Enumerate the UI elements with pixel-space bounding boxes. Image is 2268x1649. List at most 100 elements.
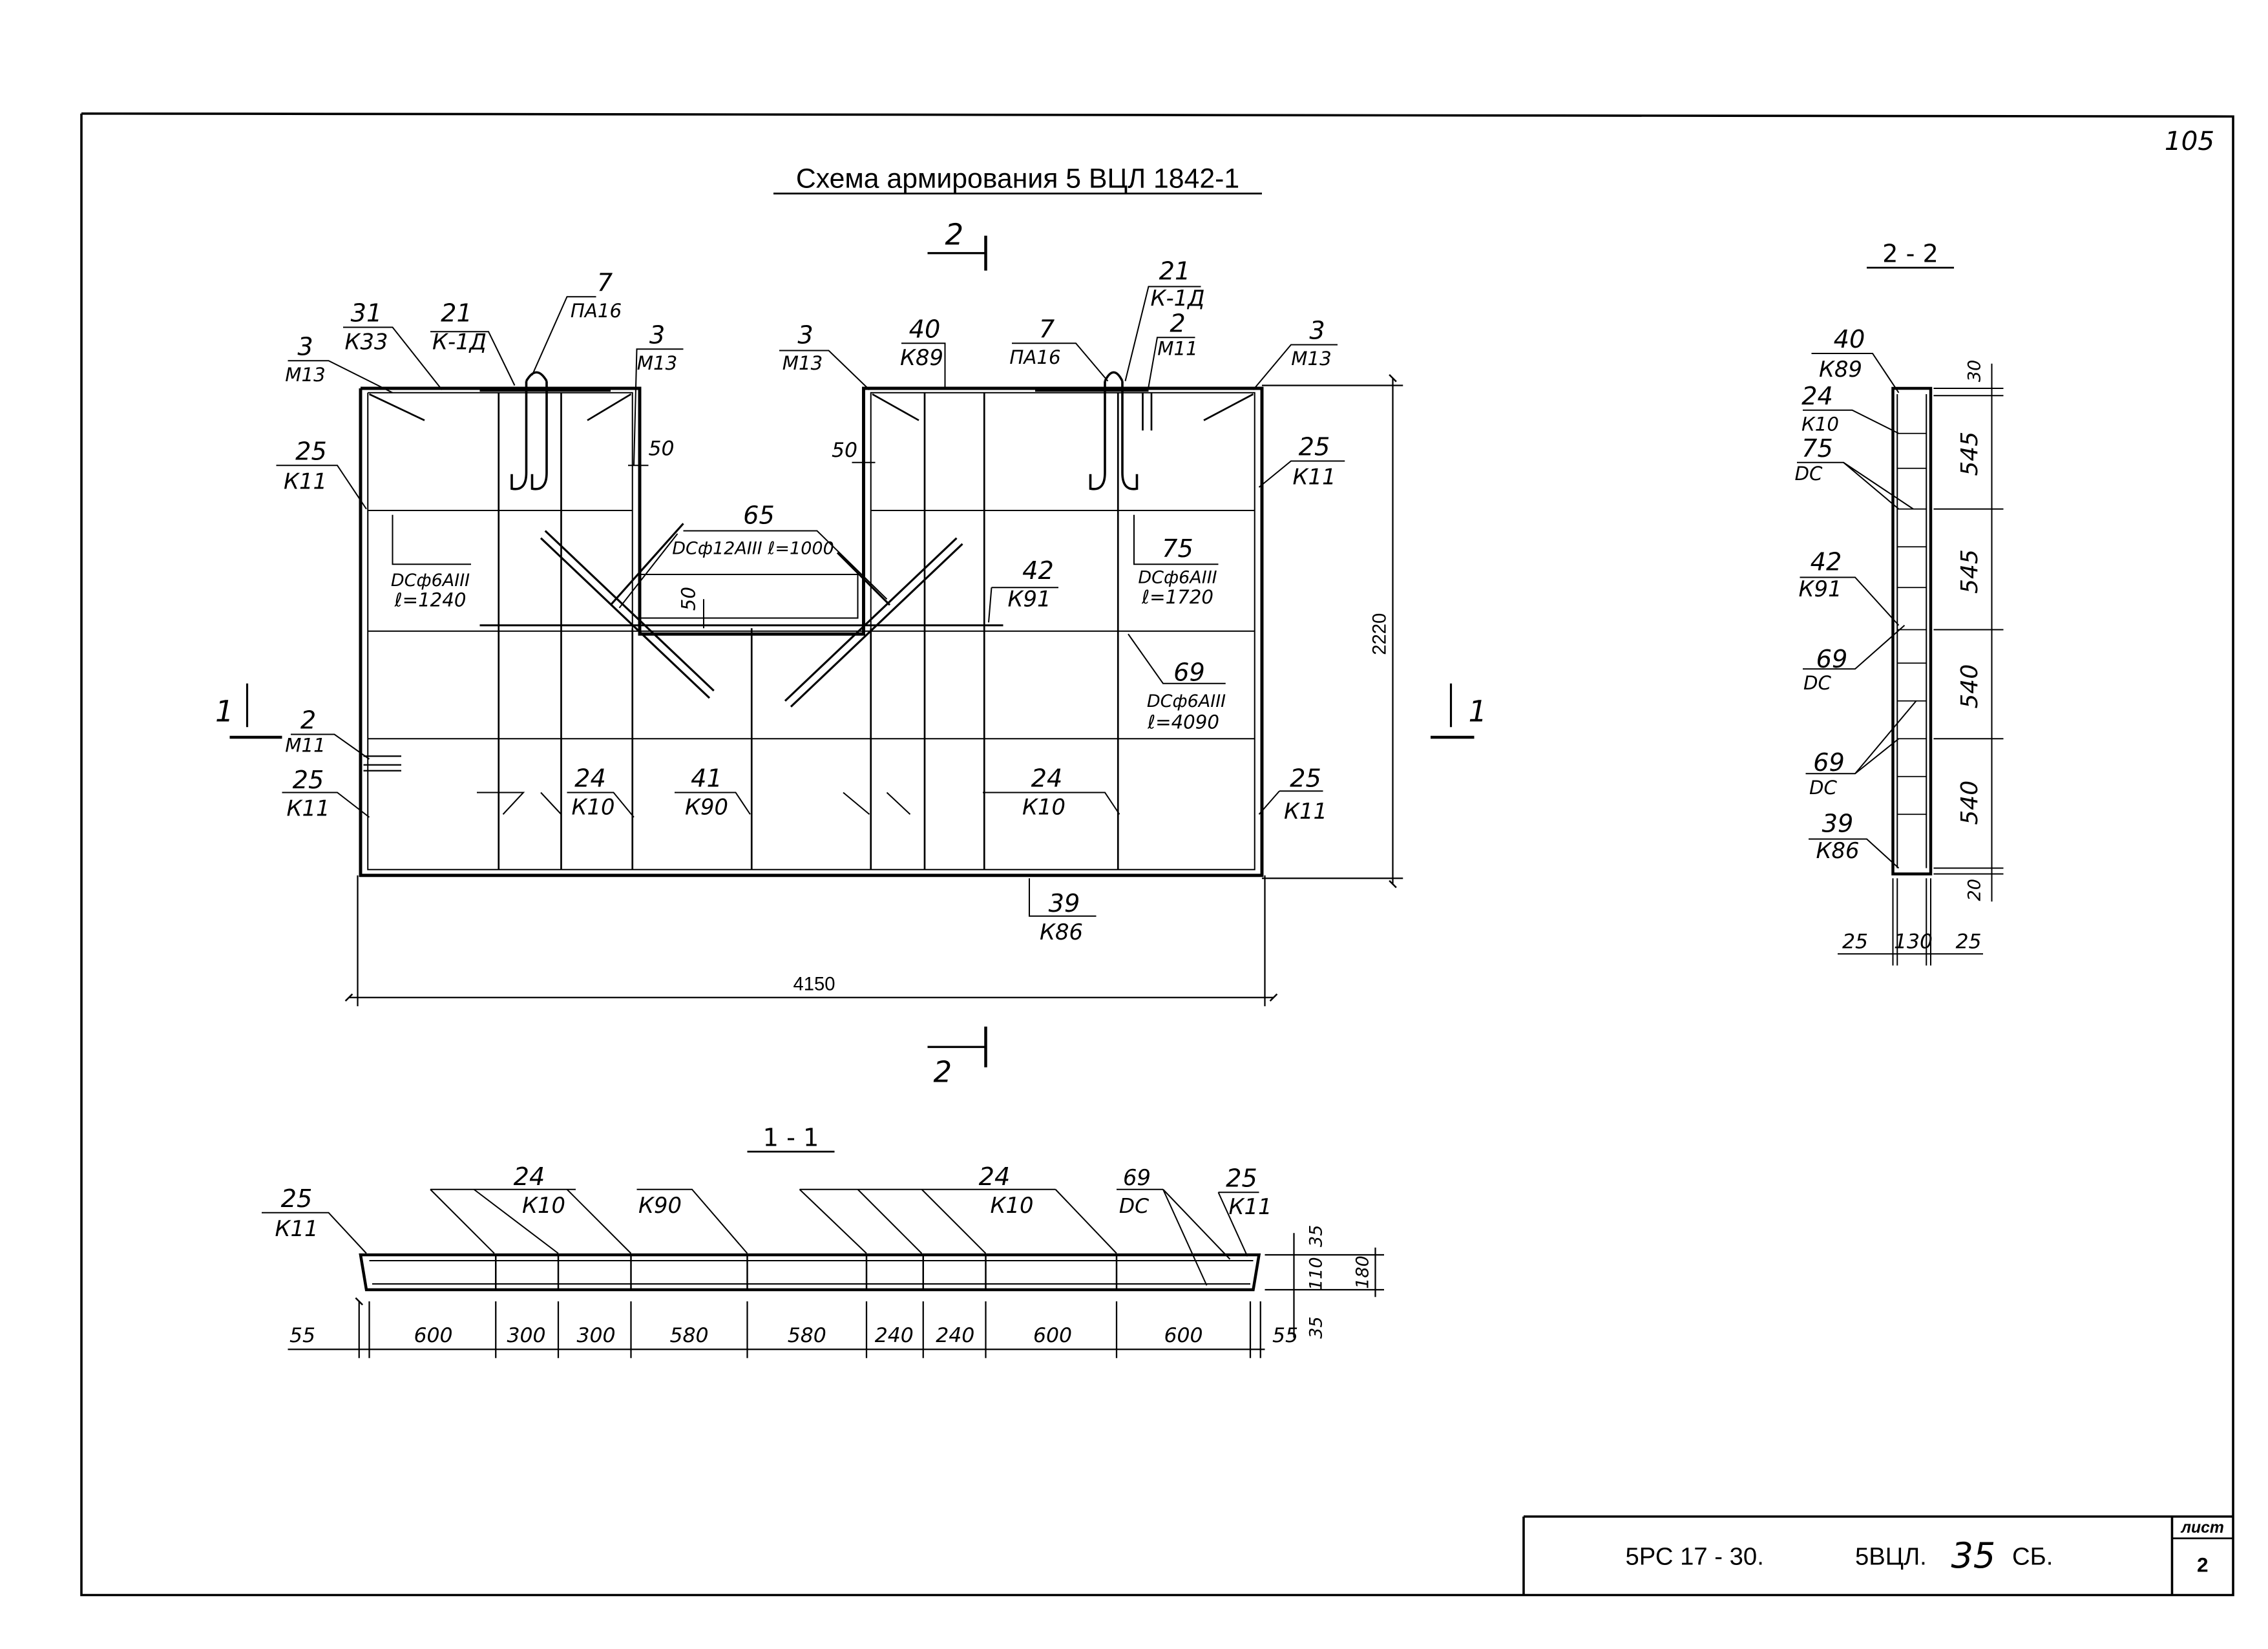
dims-right-4-label: 540 bbox=[1957, 781, 1983, 825]
labels-l3d-mark-label: М13 bbox=[1291, 348, 1331, 370]
lifting-loop-left bbox=[510, 371, 548, 490]
dims-right-0-label: 30 bbox=[1965, 360, 1985, 382]
section-mark-1-right: 1 bbox=[1469, 694, 1487, 728]
labels-l24b-num-label: 24 bbox=[1031, 764, 1063, 793]
dims-right-0-label: 35 bbox=[1306, 1225, 1326, 1247]
labels-l40-num-label: 40 bbox=[1834, 325, 1865, 354]
section-mark-1-left: 1 bbox=[215, 694, 234, 728]
labels-l75-num-label: 75 bbox=[1801, 434, 1833, 463]
labels-l40-mark-label: К89 bbox=[1819, 357, 1862, 382]
panel-outline bbox=[359, 386, 1264, 877]
labels-l41-num-label: 41 bbox=[691, 764, 722, 793]
labels-l24b-mark-label: К10 bbox=[1022, 794, 1066, 819]
labels-l3b-num-label: 3 bbox=[649, 320, 665, 350]
dims-right-1-label: 110 bbox=[1306, 1257, 1326, 1290]
labels-l75-mark-label: DC bbox=[1795, 463, 1823, 485]
labels-l50a-label: 50 bbox=[649, 437, 675, 461]
labels-l50c-label: 50 bbox=[678, 587, 700, 611]
horizontal-rebars bbox=[368, 509, 1255, 740]
labels-l90-mark-label: К90 bbox=[638, 1193, 682, 1218]
labels-l69a-num-label: 69 bbox=[1816, 645, 1848, 674]
labels-dc1-mark-label: DCф6АIII bbox=[391, 571, 470, 591]
labels-l25b-num-label: 25 bbox=[1226, 1164, 1257, 1193]
labels-l25c-mark-label: К11 bbox=[287, 796, 330, 821]
labels-l24-mark-label: К10 bbox=[1801, 413, 1839, 435]
dims-right-2-label: 545 bbox=[1957, 549, 1983, 594]
labels-l24b-num-label: 24 bbox=[979, 1162, 1011, 1192]
labels-l25d-mark-label: К11 bbox=[1284, 799, 1327, 824]
labels-l75-mark-label: DCф6АIII bbox=[1138, 568, 1217, 588]
dims-bottom-9-label: 600 bbox=[1164, 1324, 1202, 1347]
labels-l21b-mark-label: К-1Д bbox=[1151, 286, 1205, 311]
labels-l42-num-label: 42 bbox=[1811, 547, 1842, 576]
labels-l75-len-label: ℓ=1720 bbox=[1141, 586, 1213, 608]
labels-l65-num-label: 65 bbox=[743, 501, 775, 530]
labels-l42-mark-label: К91 bbox=[1799, 576, 1842, 602]
labels-l69-num-label: 69 bbox=[1173, 658, 1205, 687]
labels-l24a-num-label: 24 bbox=[514, 1162, 545, 1192]
labels-l25c-num-label: 25 bbox=[293, 766, 324, 795]
dims-bottom-1-label: 600 bbox=[414, 1324, 452, 1347]
labels-l3b-mark-label: М13 bbox=[637, 352, 677, 374]
section-mark-2-top: 2 bbox=[945, 217, 964, 251]
title-block bbox=[1522, 1515, 2233, 1595]
labels-l25b-mark-label: К11 bbox=[1229, 1194, 1272, 1219]
section-1-1-title: 1 - 1 bbox=[763, 1123, 819, 1152]
labels-l42-mark-label: К91 bbox=[1008, 587, 1051, 612]
dim-width-label: 4150 bbox=[793, 974, 835, 995]
labels-l3c-num-label: 3 bbox=[797, 320, 813, 350]
labels-l2a-num-label: 2 bbox=[1170, 309, 1185, 338]
sheet-frame bbox=[80, 112, 2234, 1597]
labels-l2a-mark-label: М11 bbox=[1157, 337, 1197, 359]
dim-width-4150 bbox=[344, 875, 1278, 1007]
labels-l25b-num-label: 25 bbox=[1299, 433, 1330, 462]
labels-l25a-num-label: 25 bbox=[281, 1184, 313, 1213]
labels-l41-mark-label: К90 bbox=[685, 794, 728, 819]
dims-bottom-5-label: 580 bbox=[788, 1324, 826, 1347]
labels-l3a-num-label: 3 bbox=[297, 332, 313, 361]
labels-l7b-num-label: 7 bbox=[1039, 315, 1055, 344]
labels-l7a-num-label: 7 bbox=[597, 268, 613, 297]
labels-l24-num-label: 24 bbox=[1801, 382, 1833, 411]
labels-l24a-mark-label: К10 bbox=[522, 1193, 565, 1218]
dims-bottom-3-label: 300 bbox=[576, 1324, 615, 1347]
dims-bottom-8-label: 600 bbox=[1033, 1324, 1072, 1347]
labels-l25a-mark-label: К11 bbox=[284, 468, 327, 494]
leaders bbox=[276, 286, 1345, 917]
dim-height-2220 bbox=[1262, 373, 1403, 888]
title-block-code-left: 5РС 17 - 30. bbox=[1626, 1542, 1764, 1570]
section-2-2-title: 2 - 2 bbox=[1882, 239, 1938, 268]
labels-l24a-mark-label: К10 bbox=[572, 794, 615, 819]
corner-bars bbox=[368, 393, 1254, 421]
labels-l42-num-label: 42 bbox=[1022, 556, 1054, 585]
labels-l2b-mark-label: М11 bbox=[285, 735, 325, 757]
dims-right-2-label: 35 bbox=[1306, 1316, 1326, 1338]
section-1-1-dim-total-label: 180 bbox=[1352, 1255, 1372, 1289]
labels-l7a-mark-label: ПА16 bbox=[571, 300, 622, 322]
dims-bottom-10-label: 55 bbox=[1272, 1324, 1298, 1347]
labels-l69-num-label: 69 bbox=[1123, 1165, 1151, 1190]
page-number: 105 bbox=[2165, 125, 2214, 156]
sheet-number: 2 bbox=[2197, 1553, 2209, 1577]
labels-l50b-label: 50 bbox=[832, 439, 857, 462]
labels-l69b-mark-label: DC bbox=[1809, 777, 1838, 799]
dims-right-5-label: 20 bbox=[1964, 879, 1984, 901]
elevation-labels: 3 М13 31 К33 21 К-1Д 7 ПА16 3 М13 3 М13 … bbox=[284, 257, 1336, 945]
labels-l3c-mark-label: М13 bbox=[782, 352, 823, 374]
sheet-label: лист bbox=[2181, 1519, 2224, 1537]
labels-l21b-num-label: 21 bbox=[1159, 257, 1191, 286]
labels-l69b-num-label: 69 bbox=[1813, 748, 1845, 777]
dims-bottom-6-label: 240 bbox=[875, 1324, 914, 1347]
drawing-title: Схема армирования 5 ВЦЛ 1842-1 bbox=[796, 163, 1239, 194]
dims-bottom-7-label: 240 bbox=[936, 1324, 974, 1347]
dims-right-3-label: 540 bbox=[1957, 664, 1983, 709]
section-1-1-view bbox=[262, 1188, 1384, 1358]
labels-l39-mark-label: К86 bbox=[1040, 919, 1083, 945]
labels-l69-mark-label: DC bbox=[1119, 1195, 1149, 1218]
section-2-2-view bbox=[1797, 352, 2004, 966]
elevation-view bbox=[276, 286, 1403, 1007]
labels-l39-mark-label: К86 bbox=[1816, 838, 1860, 863]
labels-l31-mark-label: К33 bbox=[345, 329, 388, 354]
labels-l25a-num-label: 25 bbox=[295, 437, 327, 466]
